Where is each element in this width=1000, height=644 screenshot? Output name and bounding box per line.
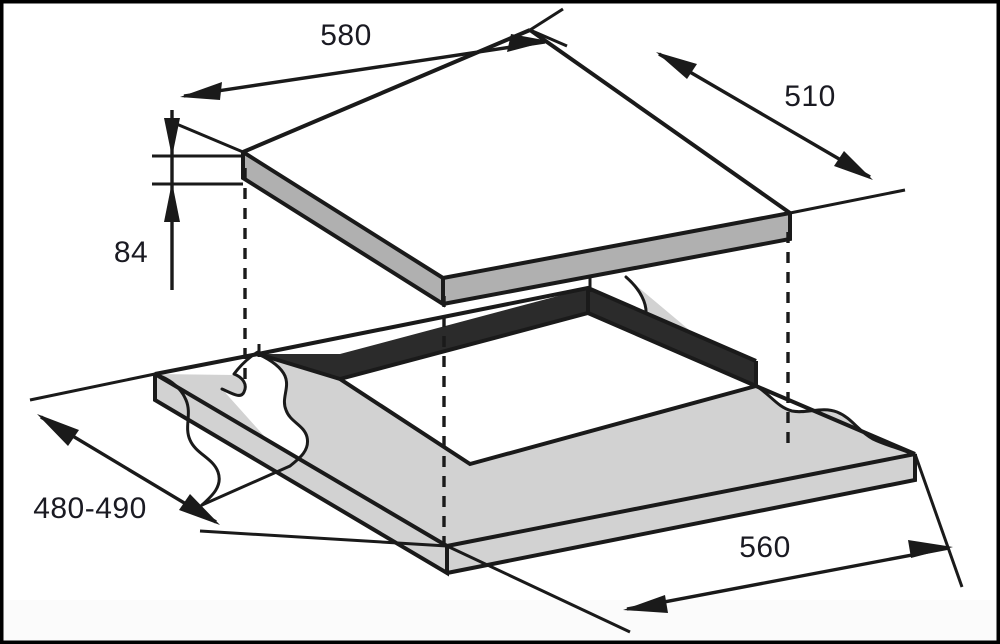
dim-580-arrow-right (507, 34, 549, 52)
dim-580-ext-left (166, 118, 244, 154)
worktop-left-front-face (155, 374, 447, 573)
cooktop-top-back-right-edge (528, 28, 792, 215)
dim-580-arrow-left (180, 82, 222, 100)
cooktop-left-side-face (243, 152, 443, 304)
dimension-560: 560 (446, 453, 964, 634)
dim-480-490-label: 480-490 (33, 492, 147, 525)
cooktop-right-side-face (443, 213, 790, 304)
worktop-cutout-left-corner (257, 352, 341, 381)
worktop-back-left-edge (154, 352, 259, 376)
worktop-break-edge-left-connector (200, 464, 292, 507)
dim-560-label: 560 (739, 531, 791, 564)
worktop-break-edge-right-outer (754, 384, 917, 457)
dim-560-arrow-right (908, 540, 953, 558)
diagram-background-lower (0, 600, 1000, 644)
dim-480-arrow-upper (37, 414, 79, 446)
dim-510-ext-back (529, 7, 564, 32)
worktop-cutout-front-aperture (338, 377, 757, 467)
dim-510-line (658, 52, 871, 179)
worktop-cutout-wall-right (588, 288, 756, 386)
dim-580-label: 580 (320, 19, 372, 52)
worktop-back-right-edge (755, 384, 916, 456)
dim-510-arrow-upper (656, 52, 697, 79)
cooktop-right-edge-outline (442, 213, 792, 306)
dim-510-arrow-lower (834, 151, 873, 180)
dim-510-ext-front (789, 188, 906, 215)
dim-580-ext-right (529, 28, 568, 48)
dimension-510: 510 (529, 7, 906, 215)
dim-560-arrow-left (623, 595, 668, 613)
cooktop-top-surface (243, 30, 790, 278)
worktop-break-edge-left-outer (256, 352, 310, 468)
projection-lines (243, 168, 790, 545)
dim-84-arrow-top (164, 118, 180, 157)
cooktop-panel (241, 28, 792, 308)
dim-580-line (183, 40, 546, 98)
worktop-slab (153, 275, 917, 577)
worktop-left-corner-outline (153, 374, 449, 577)
dim-480-ext-back (29, 372, 156, 402)
dim-480-arrow-lower (179, 494, 220, 525)
dim-480-ext-front (199, 529, 448, 548)
cooktop-left-edge-outline (241, 152, 445, 308)
dimension-580: 580 (166, 19, 568, 154)
dim-84-label: 84 (114, 236, 148, 269)
worktop-break-edge-left-inner (153, 372, 221, 507)
worktop-break-edge-left-upper (220, 350, 260, 397)
dim-510-label: 510 (784, 80, 836, 113)
dim-560-ext-right (913, 453, 964, 588)
worktop-cutout-wall-left (258, 288, 588, 379)
dimension-480-490: 480-490 (29, 372, 448, 548)
dim-560-ext-left (446, 544, 631, 634)
worktop-right-front-face (447, 454, 915, 573)
worktop-right-corner-outline (446, 454, 917, 575)
dim-84-arrow-bottom (164, 182, 180, 222)
dim-560-line (626, 546, 950, 611)
dimension-84: 84 (114, 110, 243, 290)
